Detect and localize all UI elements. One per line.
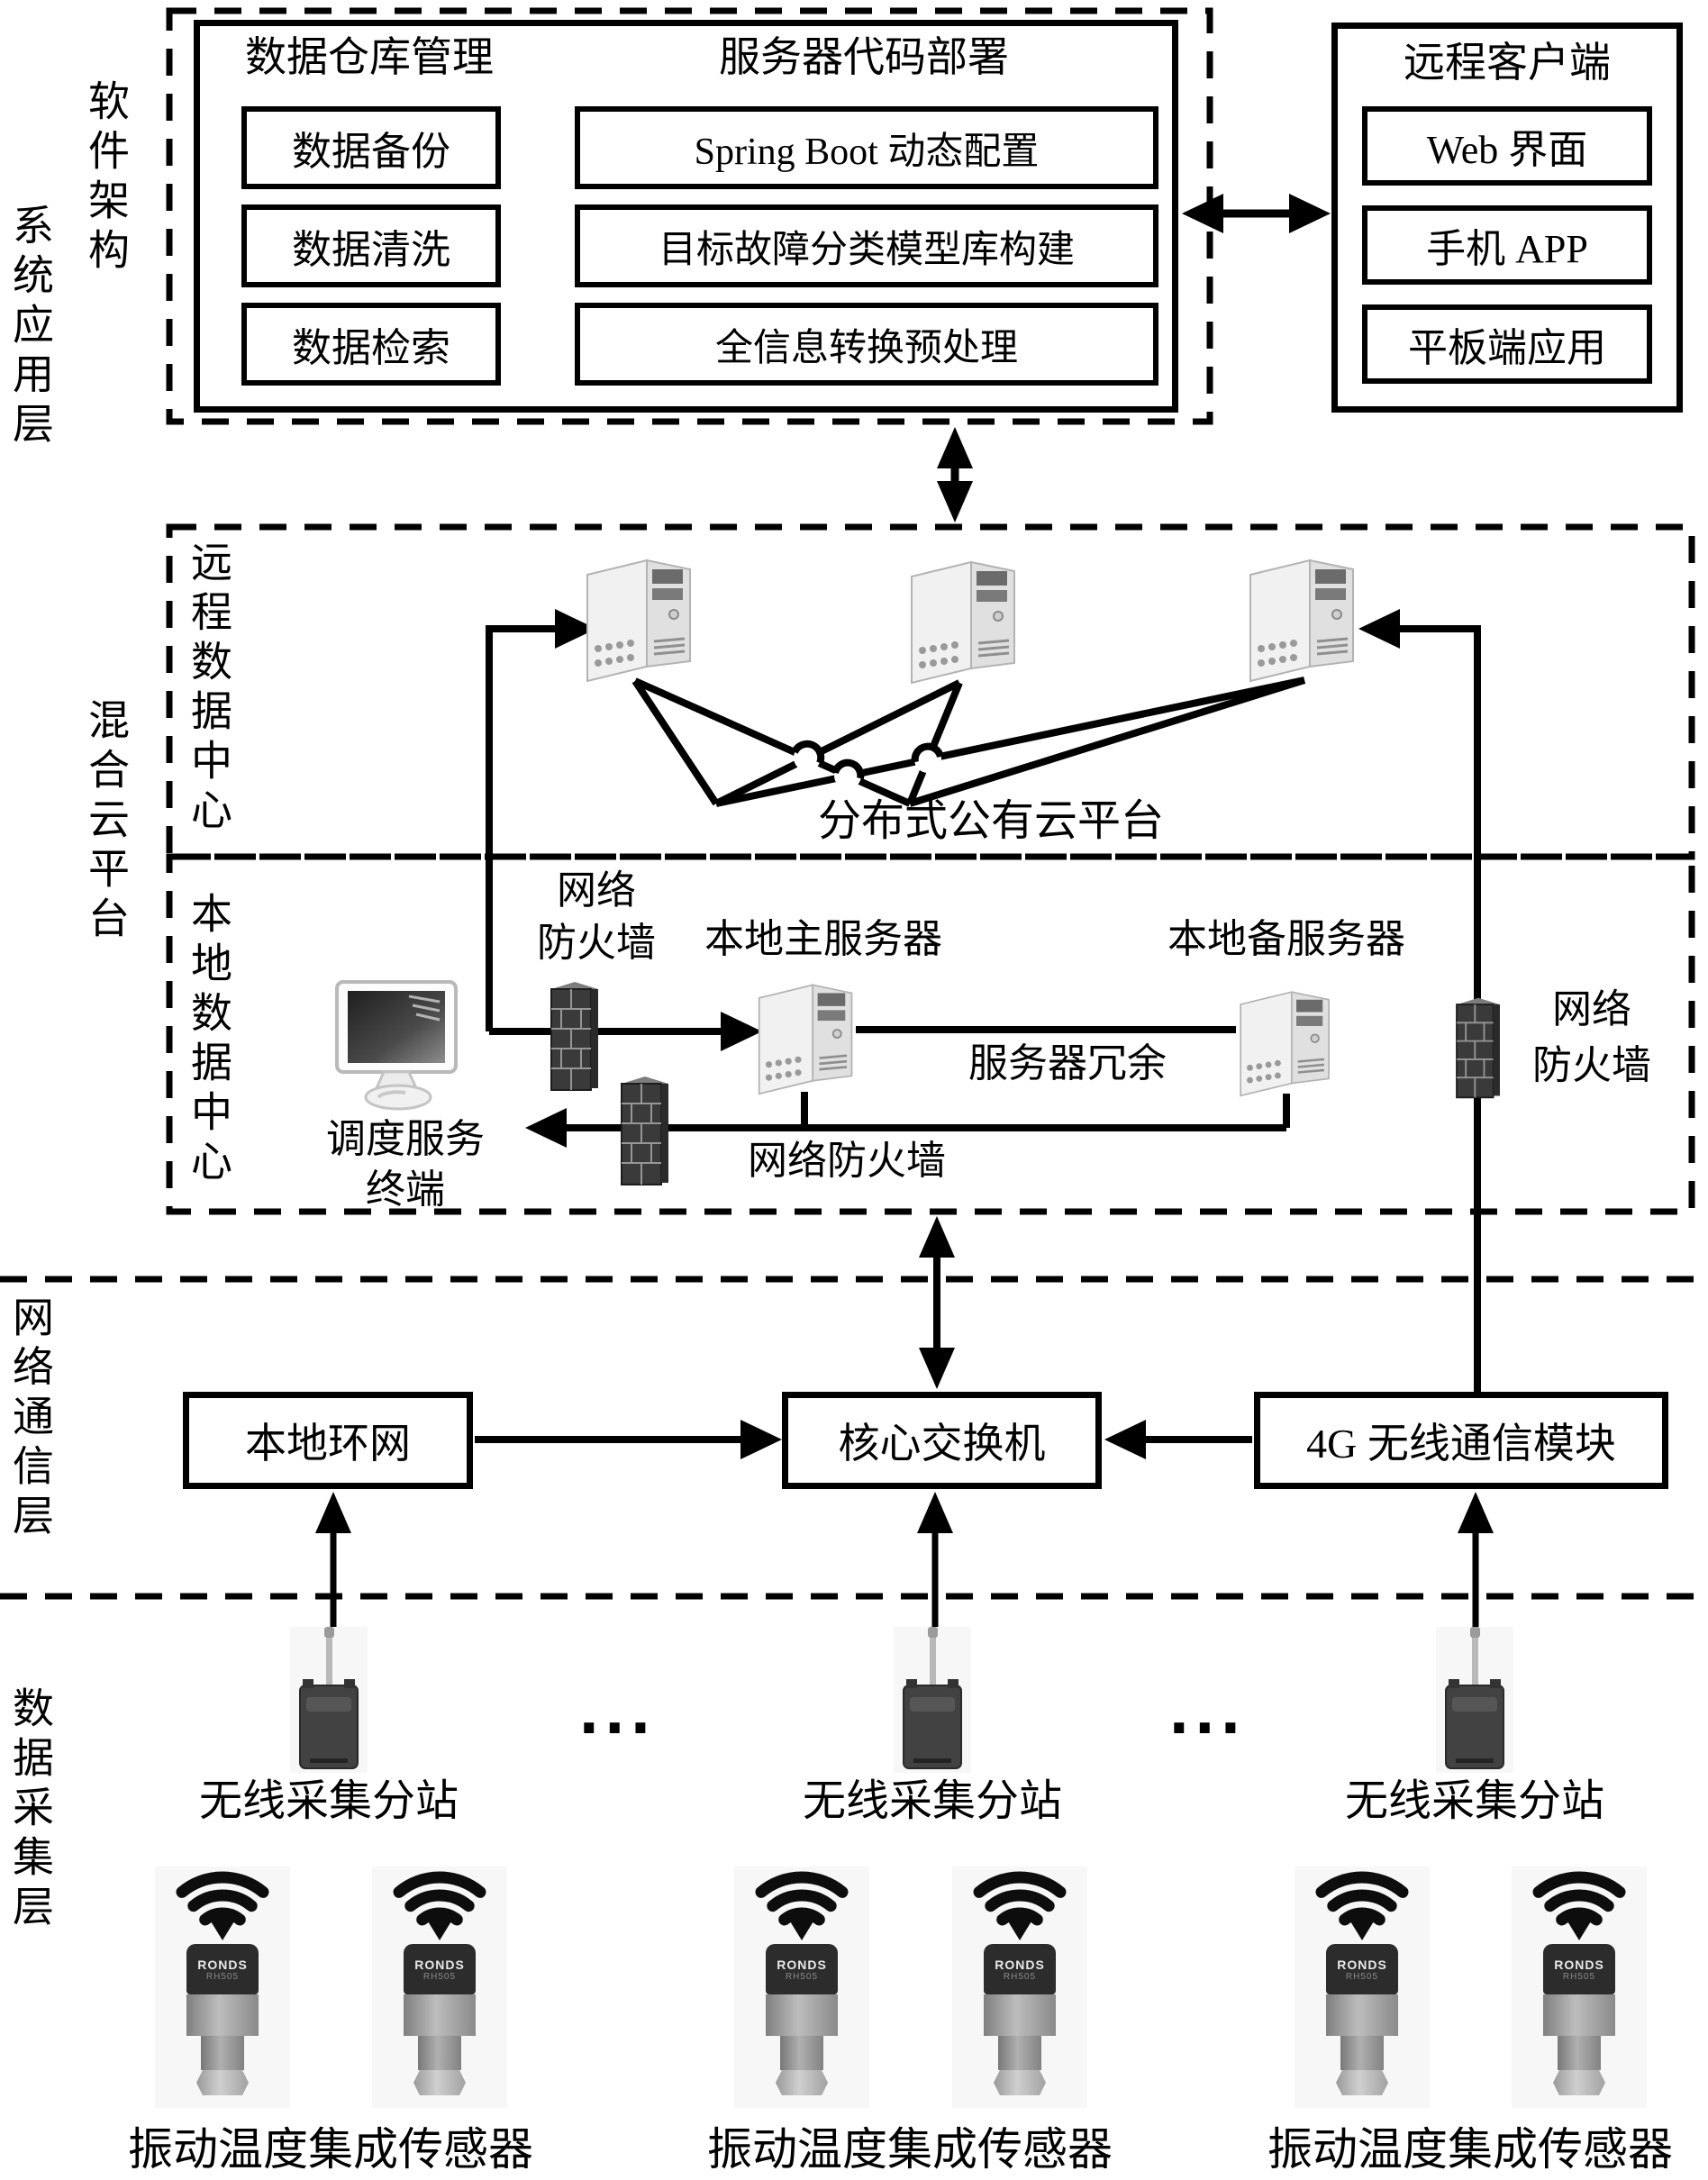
wireless-station-icon (1436, 1627, 1513, 1773)
cloud-platform-caption: 分布式公有云平台 (817, 797, 1164, 845)
warehouse-item-clean: 数据清洗 (241, 204, 501, 287)
firewall-left-label-line1: 网络 (557, 868, 636, 913)
group-label-software-arch: 软件架构 (83, 79, 129, 277)
sensor-label: 振动温度集成传感器 (1267, 2124, 1673, 2175)
arrowhead-into-main-server (721, 1012, 762, 1051)
ellipsis: ... (578, 1681, 656, 1747)
sensor-label: 振动温度集成传感器 (128, 2124, 533, 2175)
local-dc-dashed-box (166, 853, 1695, 1215)
arrowhead-up (937, 427, 973, 468)
local-dc-label: 本地数据中心 (186, 892, 232, 1189)
backup-server-label: 本地备服务器 (1167, 917, 1405, 961)
deploy-title: 服务器代码部署 (719, 34, 1009, 80)
arrowhead-into-switch-right (1104, 1420, 1146, 1459)
warehouse-item-backup: 数据备份 (241, 106, 501, 189)
g4-module-box: 4G 无线通信模块 (1254, 1392, 1668, 1489)
redundancy-label: 服务器冗余 (968, 1041, 1167, 1085)
firewall-icon (1456, 997, 1500, 1099)
line-left-riser (486, 625, 557, 1031)
deploy-item-springboot: Spring Boot 动态配置 (575, 106, 1158, 189)
arrowhead-down (937, 481, 973, 522)
cloud-server-icon (1249, 559, 1354, 683)
arrowhead-into-right-cloud-server (1358, 609, 1400, 649)
cloud-server-icon (586, 559, 691, 683)
wireless-station-icon (894, 1627, 971, 1773)
cloud-mesh-lines (631, 677, 1306, 807)
backup-server-icon (1240, 991, 1330, 1097)
arrowhead-into-ring (315, 1492, 351, 1533)
main-server-icon (758, 984, 853, 1095)
sensor-brand: RONDS (197, 1957, 248, 1972)
cloud-mesh-hops (791, 740, 944, 789)
arrowhead-into-switch-bottom (917, 1492, 953, 1533)
arrowhead-into-terminal (525, 1108, 567, 1148)
deploy-item-model-lib: 目标故障分类模型库构建 (575, 204, 1158, 287)
sensor-model: RH505 (205, 1971, 240, 1982)
firewall-left-label-line2: 防火墙 (537, 921, 656, 965)
arrowhead-right (1289, 194, 1331, 233)
dispatch-terminal-icon (335, 980, 458, 1111)
terminal-label-line1: 调度服务 (326, 1117, 485, 1161)
warehouse-item-retrieve: 数据检索 (241, 303, 501, 386)
group-label-hybrid-cloud: 混合云平台 (83, 698, 129, 946)
client-item-web: Web 界面 (1362, 106, 1652, 186)
arrowhead-into-switch-left (740, 1420, 782, 1459)
terminal-label-line2: 终端 (366, 1167, 445, 1212)
station-label: 无线采集分站 (1344, 1777, 1604, 1825)
client-item-app: 手机 APP (1362, 205, 1652, 285)
software-arch-dashed-box (166, 7, 1213, 425)
station-label: 无线采集分站 (198, 1777, 459, 1825)
layer-label-system-app: 系统应用层 (7, 204, 53, 451)
firewall-bottom-label: 网络防火墙 (748, 1139, 946, 1183)
core-switch-box: 核心交换机 (782, 1392, 1102, 1489)
arrowhead-left (1182, 194, 1223, 233)
station-label: 无线采集分站 (802, 1777, 1062, 1825)
arrowhead-up (919, 1216, 955, 1258)
warehouse-title: 数据仓库管理 (245, 34, 494, 80)
ellipsis: ... (1168, 1681, 1246, 1747)
firewall-icon (621, 1076, 668, 1185)
wireless-station-icon (290, 1627, 368, 1773)
arrowhead-down (919, 1348, 955, 1389)
client-item-tablet: 平板端应用 (1362, 304, 1652, 384)
cloud-server-icon (911, 560, 1015, 685)
deploy-item-preprocess: 全信息转换预处理 (575, 303, 1158, 386)
line-right-riser (1374, 625, 1481, 1392)
arrowhead-into-left-cloud-server (555, 609, 596, 649)
ring-network-box: 本地环网 (183, 1392, 473, 1489)
sensor-label: 振动温度集成传感器 (707, 2124, 1113, 2175)
layer-label-data-acq: 数据采集层 (7, 1686, 53, 1934)
layer-label-network-comm: 网络通信层 (7, 1295, 53, 1543)
wifi-icon (176, 1871, 269, 1940)
remote-dc-label: 远程数据中心 (186, 540, 232, 838)
arrowhead-into-4g-bottom (1458, 1492, 1494, 1533)
remote-client-title: 远程客户端 (1404, 40, 1611, 86)
main-server-label: 本地主服务器 (704, 917, 942, 961)
remote-dc-dashed-box (166, 523, 1695, 860)
firewall-right-label-line1: 网络 (1552, 987, 1631, 1031)
firewall-icon (550, 982, 598, 1091)
firewall-right-label-line2: 防火墙 (1532, 1043, 1651, 1087)
